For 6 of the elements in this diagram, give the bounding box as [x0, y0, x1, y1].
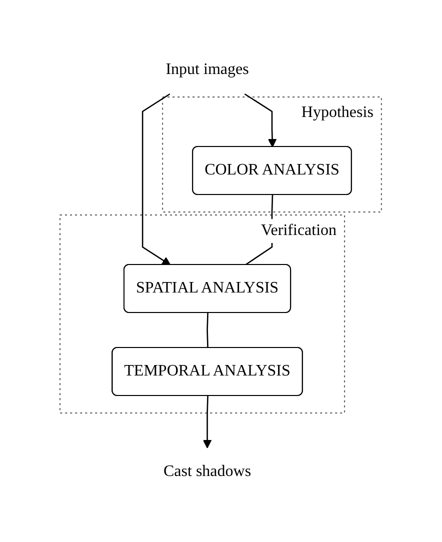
arrow: [244, 93, 277, 148]
arrow: [142, 93, 172, 266]
node-text: Input images: [166, 61, 250, 78]
node-text: Cast shadows: [164, 462, 252, 480]
arrow: [203, 396, 212, 448]
connector: [206, 312, 209, 348]
